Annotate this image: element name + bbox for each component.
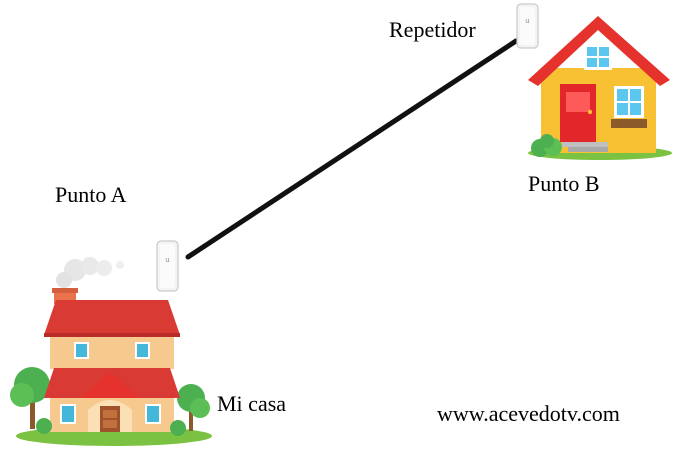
label-mi-casa: Mi casa [217, 391, 287, 416]
label-punto-a: Punto A [55, 182, 127, 207]
wireless-link-line [185, 38, 519, 260]
antenna-b-icon: u [516, 3, 539, 49]
svg-text:u: u [165, 256, 169, 264]
house-b-icon [528, 16, 672, 160]
svg-text:u: u [525, 17, 529, 25]
antenna-a-icon: u [156, 240, 179, 292]
label-repetidor: Repetidor [389, 17, 476, 42]
house-a-icon [10, 257, 212, 446]
website-label: www.acevedotv.com [437, 401, 620, 426]
label-punto-b: Punto B [528, 171, 600, 196]
